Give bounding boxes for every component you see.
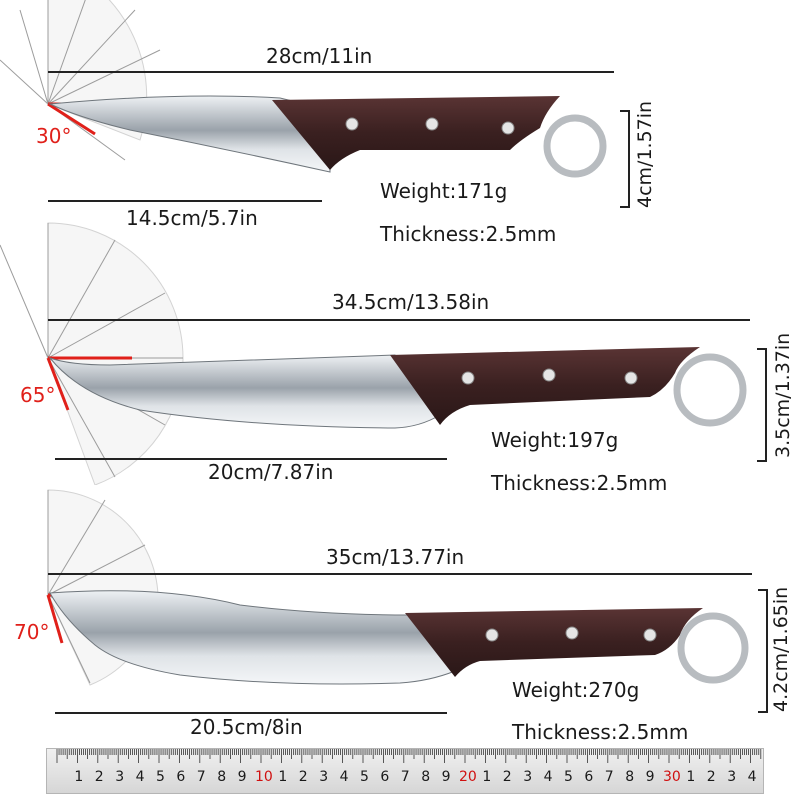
rivet [624,371,638,385]
edge-angle-label: 70° [14,620,50,644]
knife-handle [405,608,703,677]
ruler-number: 8 [625,769,634,785]
weight-label: Weight:270g [512,678,640,702]
ruler-number: 9 [442,769,451,785]
ruler-number: 3 [727,769,736,785]
thickness-label: Thickness:2.5mm [380,222,557,246]
ruler-number: 2 [95,769,104,785]
total-length-line [48,71,614,73]
ruler-number: 5 [360,769,369,785]
ruler-number: 4 [544,769,553,785]
angle-line [46,594,64,644]
ruler-number: 9 [646,769,655,785]
width-bracket [758,589,768,713]
knife-2-illustration [0,222,747,485]
rivet [565,626,579,640]
width-label: 4.2cm/1.65in [770,586,792,712]
blade-length-line [55,712,447,714]
ruler-number: 1 [278,769,287,785]
knife-1-illustration [0,0,607,178]
edge-angle-label: 30° [36,124,72,148]
ruler-number: 7 [605,769,614,785]
knife-1-spec: 28cm/11in 30° 14.5cm/5.7in Weight:171g T… [0,0,800,244]
ruler-number: 3 [319,769,328,785]
knife-handle [272,96,560,170]
total-length-line [48,319,750,321]
measuring-ruler: 12345678910123456789201234567893012345 [46,748,777,794]
ruler-number: 6 [176,769,185,785]
ruler-number: 3 [523,769,532,785]
width-label: 3.5cm/1.37in [772,332,794,458]
ruler-ticks: 12345678910123456789201234567893012345 [56,749,777,785]
rivet [345,117,359,131]
ruler-number: 6 [584,769,593,785]
edge-angle-label: 65° [20,383,56,407]
blade-length-line [55,458,447,460]
blade-length-line [48,200,322,202]
ruler-number: 1 [686,769,695,785]
rivet [643,628,657,642]
angle-line [47,102,96,136]
ruler-number: 2 [707,769,716,785]
ruler-number: 4 [748,769,757,785]
knife-blade [49,590,456,685]
ruler-number: 30 [663,769,681,785]
ruler-number: 1 [74,769,83,785]
ruler-number: 10 [255,769,273,785]
total-length-label: 35cm/13.77in [326,545,465,569]
ruler-number: 1 [482,769,491,785]
total-length-label: 34.5cm/13.58in [332,290,490,314]
rivet [425,117,439,131]
ruler-number: 2 [299,769,308,785]
rivet [485,628,499,642]
ruler-number: 2 [503,769,512,785]
angle-line [46,357,70,411]
ruler-number: 9 [238,769,247,785]
ruler-number: 7 [401,769,410,785]
rivet [501,121,515,135]
ruler-number: 8 [217,769,226,785]
width-bracket [757,348,767,462]
finger-ring [673,353,747,427]
finger-ring [677,612,749,684]
ruler-number: 5 [564,769,573,785]
knife-blade [48,95,331,173]
total-length-line [48,573,752,575]
ruler-number: 8 [421,769,430,785]
blade-length-label: 14.5cm/5.7in [126,206,258,230]
ruler-number: 6 [380,769,389,785]
knife-2-spec: 34.5cm/13.58in 65° 20cm/7.87in Weight:19… [0,215,800,493]
ruler-number: 20 [459,769,477,785]
ruler-number: 4 [136,769,145,785]
weight-label: Weight:171g [380,179,508,203]
knife-3-spec: 35cm/13.77in 70° 20.5cm/8in Weight:270g … [0,485,800,745]
total-length-label: 28cm/11in [266,44,373,68]
ruler-number: 7 [197,769,206,785]
blade-length-label: 20.5cm/8in [190,715,303,739]
thickness-label: Thickness:2.5mm [491,471,668,495]
weight-label: Weight:197g [491,428,619,452]
knife-blade [48,354,441,429]
ruler-number: 3 [115,769,124,785]
width-bracket [620,110,630,208]
width-label: 4cm/1.57in [634,100,656,208]
protractor [0,0,161,161]
thickness-label: Thickness:2.5mm [512,720,689,744]
ruler-number: 4 [340,769,349,785]
knife-handle [390,347,700,425]
rivet [542,368,556,382]
finger-ring [543,114,607,178]
knife-3-illustration [46,489,749,686]
ruler-number: 5 [156,769,165,785]
blade-length-label: 20cm/7.87in [208,460,334,484]
protractor [0,222,184,485]
rivet [461,371,475,385]
